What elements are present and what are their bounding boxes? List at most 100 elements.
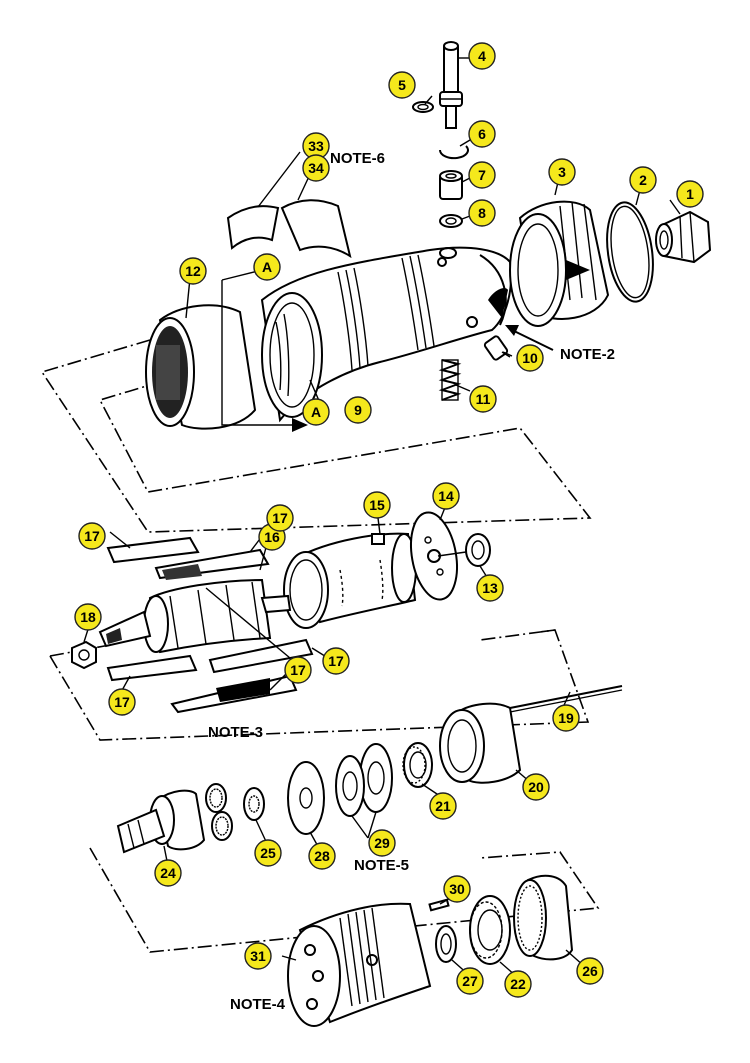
part-26-needle-bearing (513, 874, 574, 961)
callout-label: 21 (435, 798, 451, 814)
callout-label: 33 (308, 138, 324, 154)
callout-7: 7 (468, 161, 496, 189)
callout-27: 27 (456, 967, 484, 995)
callout-30: 30 (443, 875, 471, 903)
callout-17e: 17 (284, 656, 312, 684)
callout-label: 2 (639, 172, 647, 188)
callout-label: 28 (314, 848, 330, 864)
callout-17d: 17 (108, 688, 136, 716)
note-6: NOTE-6 (330, 150, 385, 167)
callout-label: 14 (438, 488, 454, 504)
callout-3: 3 (548, 158, 576, 186)
callout-9: 9 (344, 396, 372, 424)
part-33-34-blades (226, 151, 352, 259)
part-7-sleeve (439, 170, 463, 200)
callout-label: 17 (114, 694, 130, 710)
part-17-blades (106, 536, 314, 714)
callout-label: 9 (354, 402, 362, 418)
callout-label: 17 (84, 528, 100, 544)
part-13-bearing (437, 533, 491, 567)
part-25-gear (243, 787, 265, 821)
callout-a-bottom: A (302, 398, 330, 426)
part-1-fitting (655, 210, 712, 264)
part-2-gasket (606, 189, 654, 303)
callout-label: A (262, 259, 272, 275)
notes: NOTE-6 NOTE-2 NOTE-3 NOTE-5 NOTE-4 (208, 150, 615, 1013)
callout-18: 18 (74, 603, 102, 631)
part-28-washer (287, 761, 325, 835)
callout-6: 6 (468, 120, 496, 148)
part-12-end-cap (145, 277, 257, 430)
callout-25: 25 (254, 839, 282, 867)
part-18-nut (71, 640, 97, 670)
callout-label: 34 (308, 160, 324, 176)
callout-2: 2 (629, 166, 657, 194)
callout-20: 20 (522, 773, 550, 801)
callout-21: 21 (429, 792, 457, 820)
callout-label: 20 (528, 779, 544, 795)
part-8-washer (439, 214, 463, 228)
part-6-clip (438, 145, 469, 160)
part-15-cylinder (283, 532, 417, 629)
callout-label: 12 (185, 263, 201, 279)
callout-24: 24 (154, 859, 182, 887)
callout-31: 31 (244, 942, 272, 970)
callout-17a: 17 (78, 522, 106, 550)
callout-label: 5 (398, 77, 406, 93)
callout-4: 4 (468, 42, 496, 70)
callout-label: 22 (510, 976, 526, 992)
part-10-pin (483, 335, 513, 361)
part-21-bearing (402, 742, 433, 788)
callout-label: 24 (160, 865, 176, 881)
callout-label: 3 (558, 164, 566, 180)
callout-8: 8 (468, 199, 496, 227)
callout-label: 25 (260, 845, 276, 861)
callout-19: 19 (552, 704, 580, 732)
callout-17b: 17 (266, 504, 294, 532)
callout-label: 1 (686, 186, 694, 202)
callout-label: A (311, 404, 321, 420)
part-11-spring (438, 359, 462, 401)
part-24-planet-carrier (116, 783, 233, 854)
callout-5: 5 (388, 71, 416, 99)
callout-22: 22 (504, 970, 532, 998)
callout-14: 14 (432, 482, 460, 510)
callout-label: 16 (264, 529, 280, 545)
callout-label: 13 (482, 580, 498, 596)
callout-29: 29 (368, 829, 396, 857)
callout-label: 18 (80, 609, 96, 625)
part-27-ring (435, 925, 457, 963)
callout-label: 29 (374, 835, 390, 851)
callout-label: 8 (478, 205, 486, 221)
note-2-arrow (505, 325, 554, 351)
part-20-sleeve (439, 702, 522, 784)
callout-label: 17 (290, 662, 306, 678)
note-2: NOTE-2 (560, 346, 615, 363)
callout-33: 33 (302, 132, 330, 160)
part-5-ring (412, 101, 434, 113)
callout-label: 31 (250, 948, 266, 964)
callout-label: 17 (272, 510, 288, 526)
callout-11: 11 (469, 385, 497, 413)
callout-17c: 17 (322, 647, 350, 675)
part-4-valve-stem (439, 41, 463, 129)
callout-label: 11 (476, 391, 491, 407)
callout-28: 28 (308, 842, 336, 870)
part-31-housing (287, 902, 432, 1027)
callout-label: 30 (449, 881, 465, 897)
callout-34: 34 (302, 154, 330, 182)
part-14-end-plate (410, 511, 458, 601)
callout-label: 4 (478, 48, 486, 64)
callout-a-top: A (253, 253, 281, 281)
part-callouts: 1 2 3 4 5 6 7 8 9 10 11 12 13 14 15 16 1… (74, 42, 704, 998)
part-16-rotor (98, 578, 292, 654)
callout-15: 15 (363, 491, 391, 519)
callout-13: 13 (476, 574, 504, 602)
callout-10: 10 (516, 344, 544, 372)
callout-label: 6 (478, 126, 486, 142)
callout-label: 19 (558, 710, 574, 726)
note-5: NOTE-5 (354, 857, 409, 874)
callout-label: 27 (462, 973, 478, 989)
